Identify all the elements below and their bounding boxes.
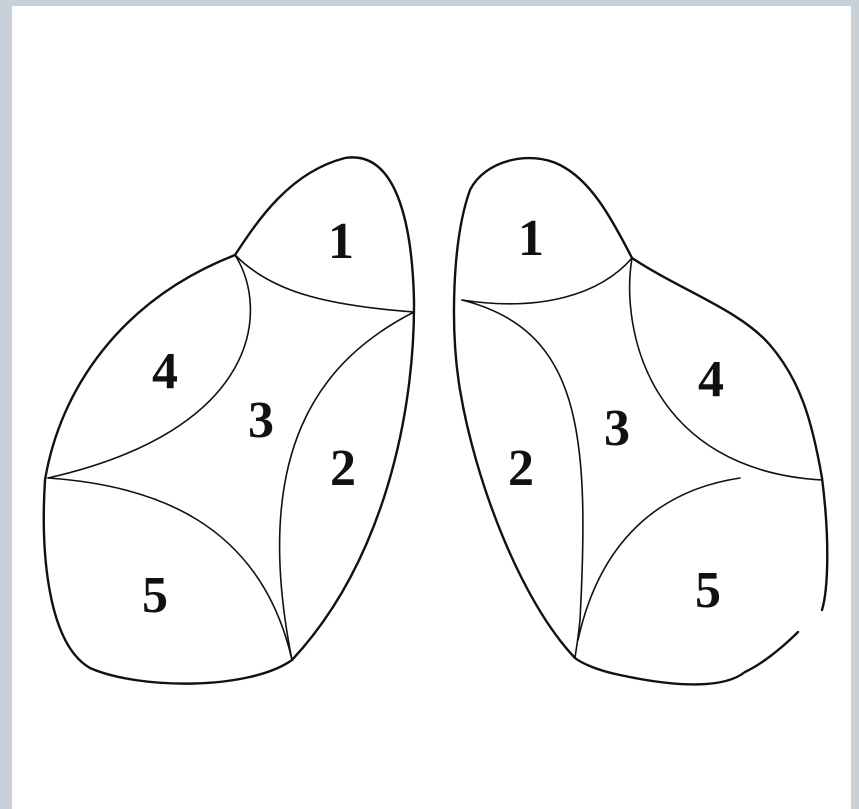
- right-segment-label-3: 3: [604, 400, 630, 457]
- left-lung-outline: [44, 157, 414, 683]
- left-lung-fissure-1: [235, 255, 414, 312]
- left-lung-fissure-2: [48, 255, 250, 478]
- left-segment-label-1: 1: [328, 213, 354, 270]
- right-segment-label-4: 4: [698, 351, 724, 408]
- right-segment-label-5: 5: [695, 562, 721, 619]
- left-segment-label-2: 2: [330, 440, 356, 497]
- right-lung: [454, 158, 827, 684]
- right-segment-label-2: 2: [508, 440, 534, 497]
- left-segment-label-3: 3: [248, 392, 274, 449]
- left-lung-fissure-4: [48, 478, 292, 660]
- right-lung-fissure-1: [462, 258, 632, 304]
- right-segment-label-1: 1: [518, 210, 544, 267]
- left-segment-label-4: 4: [152, 343, 178, 400]
- right-lung-fissure-2: [630, 258, 822, 480]
- left-lung: [44, 157, 414, 683]
- left-segment-label-5: 5: [142, 567, 168, 624]
- right-lung-outline: [454, 158, 827, 684]
